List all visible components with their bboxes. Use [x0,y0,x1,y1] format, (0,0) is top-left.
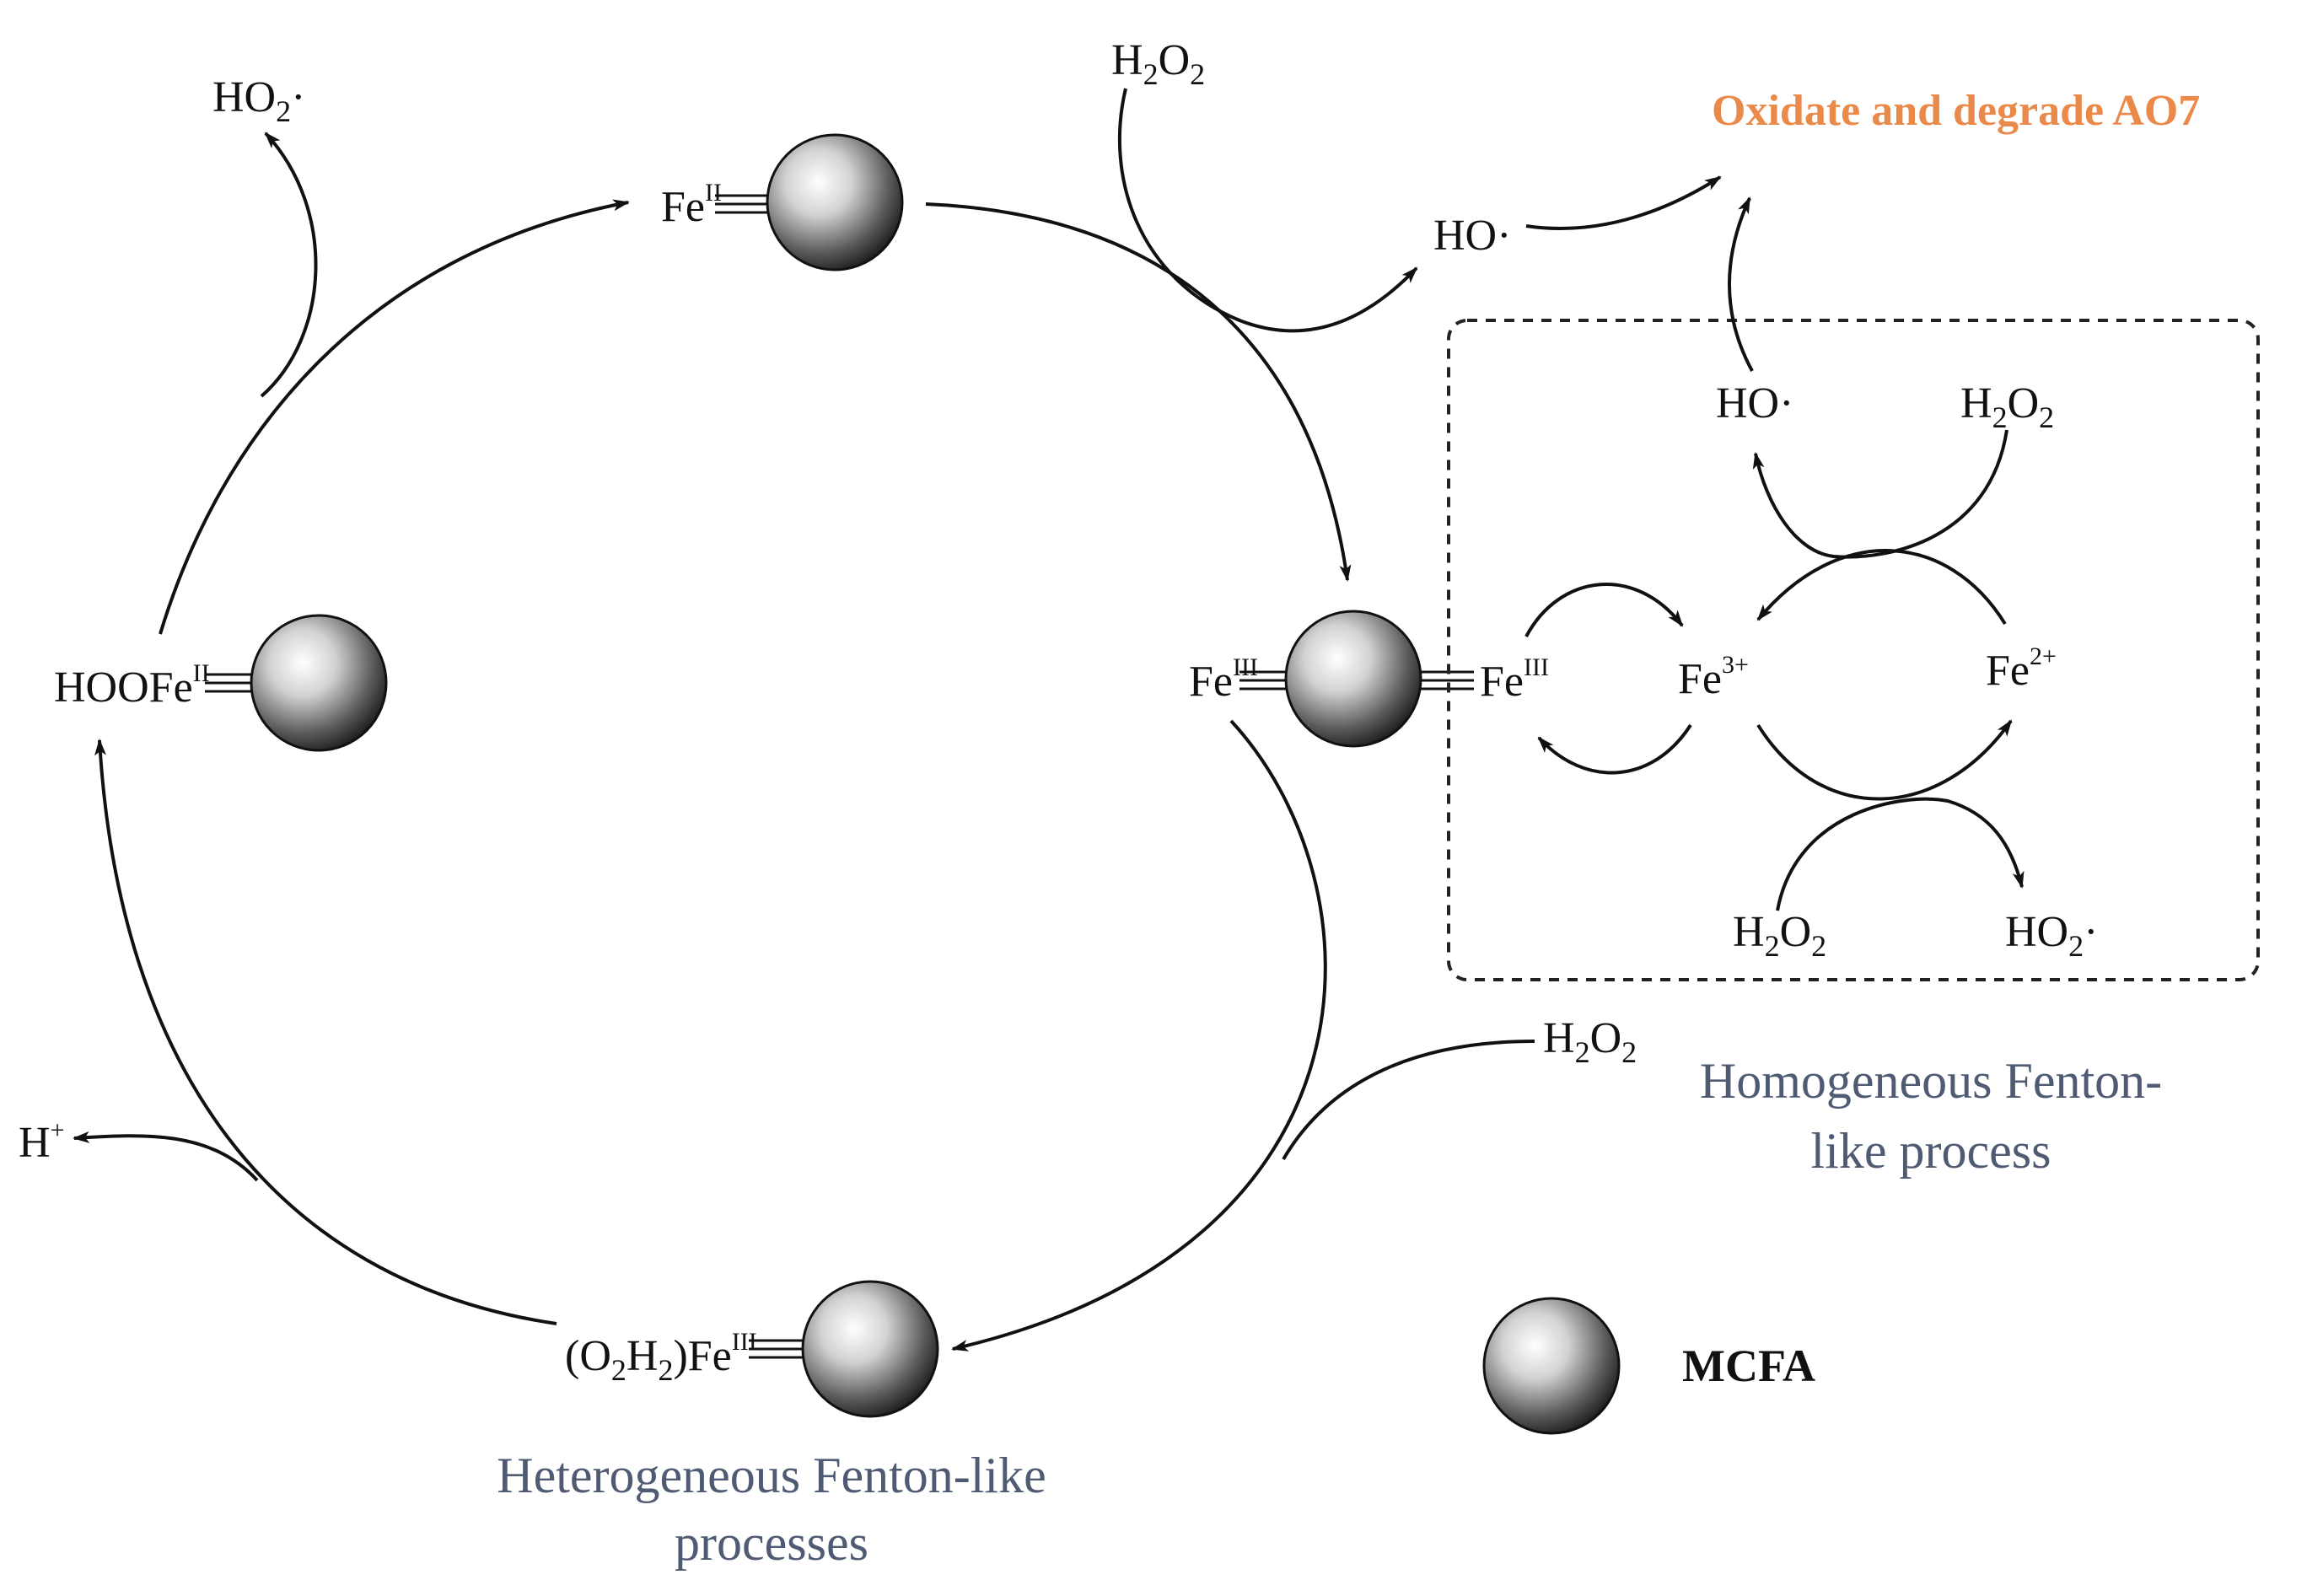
mcfa-sphere-right [1284,610,1422,748]
arrow-h2o2-to-ho2-box [1776,797,2025,911]
mcfa-sphere-top [766,133,904,271]
triple-bond-right-a [1239,670,1286,691]
arrow-h2o2-to-ho-radical [1117,88,1418,333]
arrow-ho-to-oxidation [1525,175,1722,230]
caption-heterogeneous-line2: processes [675,1515,868,1571]
arrow-hoofe-to-fe-ii [159,199,630,635]
label-fe-iii-surface-left: FeIII [1189,653,1258,706]
legend-sphere-icon [1482,1297,1621,1435]
caption-heterogeneous-line1: Heterogeneous Fenton-like [497,1448,1046,1503]
caption-homogeneous-line2: like process [1811,1123,2051,1179]
label-h2o2-top: H2O2 [1111,36,1205,91]
arrow-release-ho2-top [260,132,318,398]
label-h-plus: H+ [19,1116,64,1167]
arrow-fe2-to-fe3 [1756,549,2007,626]
label-o2h2-fe-iii: (O2H2)FeIII [565,1328,757,1387]
mcfa-sphere-left [250,614,388,752]
label-h2o2-right: H2O2 [1543,1014,1637,1069]
arrow-release-h-plus [73,1131,259,1182]
arrow-fe-ii-to-fe-iii [925,202,1352,582]
homogeneous-process-box [1447,319,2260,981]
triple-bond-left [205,673,251,693]
caption-homogeneous-line1: Homogeneous Fenton- [1700,1053,2162,1109]
arrow-box-ho-to-oxidation [1728,196,1754,372]
legend-label: MCFA [1682,1341,1815,1391]
mcfa-sphere-bottom [801,1280,939,1418]
arrow-h2o2-to-ho-box [1752,429,2008,559]
label-fe-ii-top: FeII [661,179,722,231]
label-h2o2-box-bottom: H2O2 [1733,908,1826,963]
arrow-o2h2fe-to-hoofe [94,739,557,1325]
label-fe-iii-surface-right: FeIII [1480,653,1549,706]
arrow-fe-iii-to-o2h2fe [951,719,1327,1351]
arrow-fe-iii-to-fe3 [1524,583,1684,637]
label-hoofe-ii: HOOFeII [54,659,210,712]
arrow-h2o2-input-right [1282,1040,1535,1161]
diagram-title: Oxidate and degrade AO7 [1712,87,2200,135]
label-fe2-plus: Fe2+ [1986,642,2057,695]
triple-bond-bottom [749,1339,803,1359]
label-ho2-radical-box: HO2· [2005,908,2098,963]
triple-bond-top [715,194,767,214]
label-fe3-plus: Fe3+ [1678,651,1749,703]
arrow-fe3-to-fe2 [1756,719,2013,801]
label-ho-radical-top: HO· [1433,212,1511,260]
label-h2o2-box-top: H2O2 [1960,379,2054,434]
arrow-fe3-to-fe-iii [1537,723,1692,775]
label-ho2-radical-top: HO2· [212,73,305,128]
label-ho-radical-box: HO· [1716,379,1793,427]
